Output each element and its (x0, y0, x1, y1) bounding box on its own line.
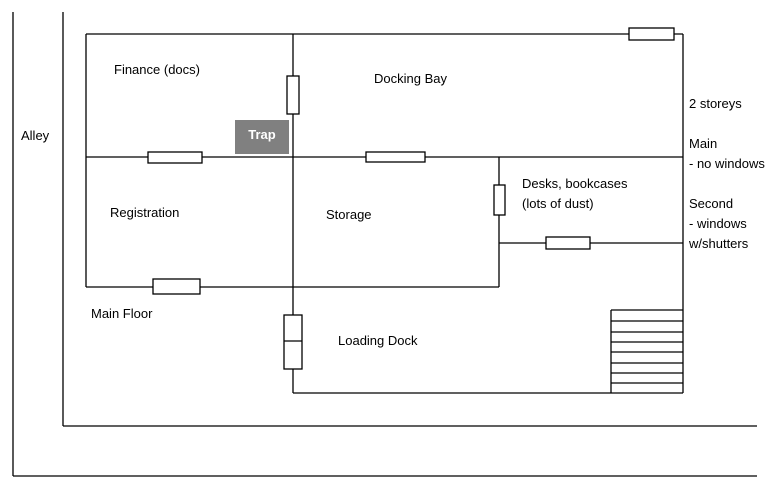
loading-dock-label: Loading Dock (338, 333, 418, 348)
stairs-icon (610, 309, 683, 393)
main-storey-note: Main (689, 136, 718, 151)
trap-marker: Trap (235, 120, 289, 154)
door-desks-loading (545, 236, 591, 250)
second-storey-detail-1: - windows (689, 216, 747, 231)
main-storey-detail: - no windows (689, 156, 765, 171)
desks-label: Desks, bookcases (522, 176, 628, 191)
door-finance-registration (147, 151, 203, 164)
second-storey-note: Second (689, 196, 734, 211)
docking-bay-label: Docking Bay (374, 71, 447, 86)
door-finance-docking (286, 75, 300, 115)
main-floor-label: Main Floor (91, 306, 153, 321)
registration-label: Registration (110, 205, 180, 220)
door-loading-double (283, 314, 303, 370)
second-storey-detail-2: w/shutters (689, 236, 749, 251)
alley-label: Alley (21, 128, 50, 143)
door-top-right (628, 27, 675, 41)
door-docking-storage (365, 151, 426, 163)
finance-room-label: Finance (docs) (114, 62, 200, 77)
door-storage-desks (493, 184, 506, 216)
storeys-note: 2 storeys (689, 96, 742, 111)
desks-note: (lots of dust) (522, 196, 594, 211)
storage-label: Storage (326, 207, 372, 222)
door-registration-exit (152, 278, 201, 295)
